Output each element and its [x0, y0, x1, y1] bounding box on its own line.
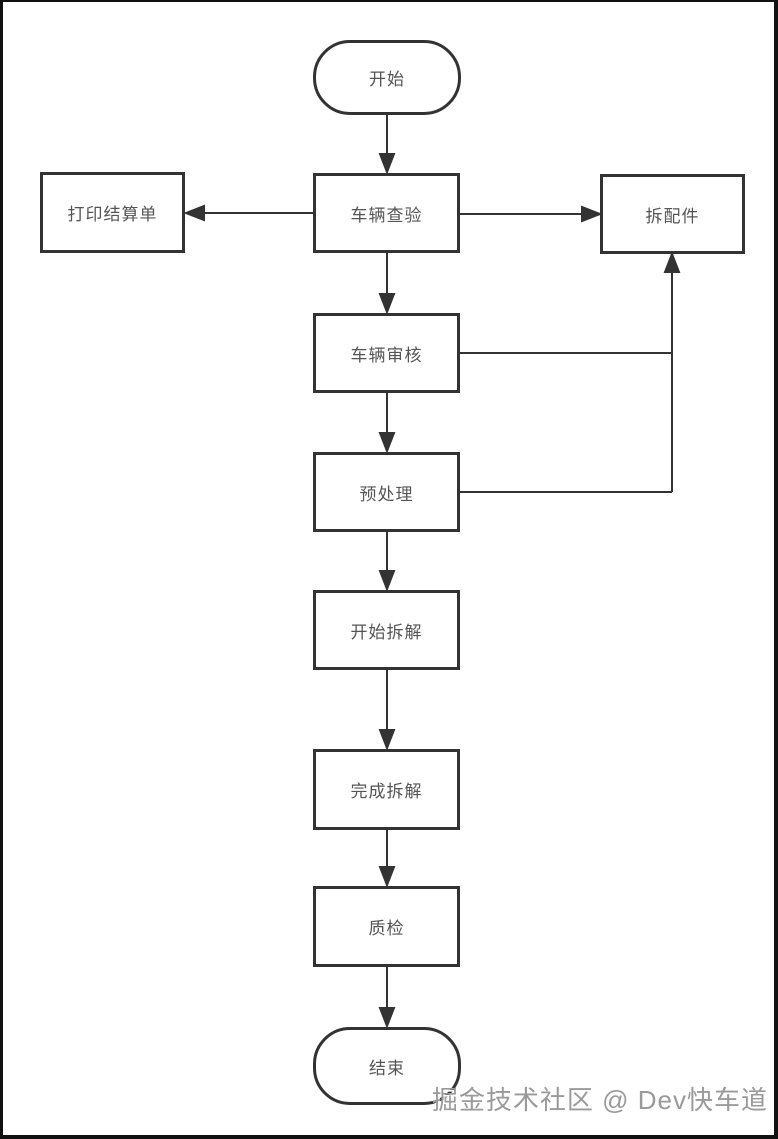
edge-vehicle-inspection-to-remove-parts [460, 205, 603, 223]
node-vehicle-inspection-label: 车辆查验 [350, 205, 423, 225]
node-start-label: 开始 [369, 70, 405, 89]
edge-start-to-vehicle-inspection [378, 115, 396, 175]
edge-quality-check-to-end [378, 967, 396, 1029]
edge-vehicle-inspection-to-vehicle-review [378, 253, 396, 315]
edge-vehicle-inspection-to-print-settlement [183, 204, 313, 222]
node-vehicle-inspection: 车辆查验 [313, 173, 460, 253]
node-remove-parts: 拆配件 [600, 174, 745, 254]
node-vehicle-review: 车辆审核 [313, 313, 460, 393]
node-end-label: 结束 [369, 1058, 405, 1078]
edge-preprocess-to-remove-parts [460, 251, 681, 493]
node-end: 结束 [313, 1027, 461, 1105]
node-quality-check-label: 质检 [368, 919, 405, 938]
node-print-settlement: 打印结算单 [40, 172, 185, 253]
node-remove-parts-label: 拆配件 [645, 206, 700, 226]
connector-layer [183, 115, 681, 1029]
watermark: 掘金技术社区 @ Dev快车道 [431, 1085, 768, 1115]
node-print-settlement-label: 打印结算单 [67, 205, 158, 224]
edge-start-dismantle-to-complete-dismantle [378, 670, 396, 751]
node-preprocess-label: 预处理 [359, 484, 414, 504]
edge-vehicle-review-to-preprocess [378, 393, 396, 454]
node-start: 开始 [313, 40, 461, 115]
node-start-dismantle: 开始拆解 [313, 590, 460, 670]
node-vehicle-review-label: 车辆审核 [350, 345, 423, 365]
node-quality-check: 质检 [313, 886, 460, 967]
node-preprocess: 预处理 [313, 452, 460, 532]
node-start-dismantle-label: 开始拆解 [350, 622, 423, 642]
edge-complete-dismantle-to-quality-check [378, 830, 396, 888]
edge-preprocess-to-start-dismantle [378, 532, 396, 592]
node-complete-dismantle: 完成拆解 [313, 749, 460, 830]
node-complete-dismantle-label: 完成拆解 [350, 782, 423, 801]
